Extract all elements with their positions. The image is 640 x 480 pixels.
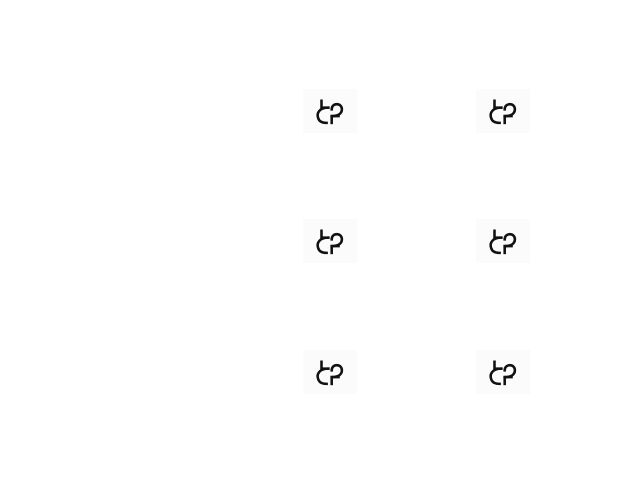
broken-link-icon [303, 350, 357, 394]
broken-link-icon [476, 89, 530, 133]
broken-link-icon [476, 350, 530, 394]
broken-link-icon [303, 219, 357, 263]
broken-link-icon [476, 219, 530, 263]
broken-link-icon [303, 89, 357, 133]
